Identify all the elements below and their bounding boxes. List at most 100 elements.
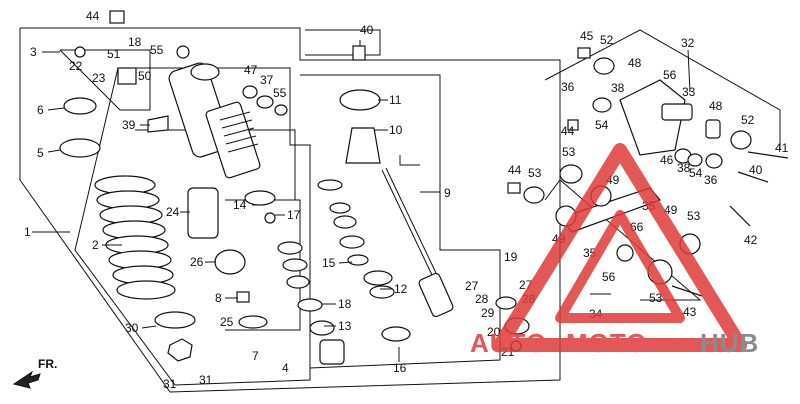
callout-56a: 56: [663, 68, 677, 82]
part-damper-rod-9: [381, 167, 454, 318]
callout-24: 24: [166, 205, 180, 219]
callout-3: 3: [30, 45, 37, 59]
callout-41: 41: [775, 141, 789, 155]
callout-36a: 36: [561, 80, 575, 94]
callout-55: 55: [150, 43, 164, 57]
callout-48a: 48: [628, 56, 642, 70]
callout-54a: 54: [595, 118, 609, 132]
callout-30: 30: [125, 321, 139, 335]
callout-47: 47: [244, 63, 258, 77]
direction-arrow: FR.: [12, 357, 57, 389]
callout-46: 46: [660, 153, 674, 167]
part-44c: [507, 182, 521, 194]
callout-4: 4: [282, 361, 289, 375]
part-valve-50: [117, 67, 137, 85]
callout-53a: 53: [562, 145, 576, 159]
part-53b: [523, 186, 545, 204]
part-bolt-44: [109, 10, 125, 24]
callout-33: 33: [682, 85, 696, 99]
part-bolt-41: [747, 151, 789, 159]
part-54b: [687, 153, 703, 167]
part-29: [495, 296, 517, 310]
part-45: [577, 47, 591, 59]
part-ring-18: [297, 298, 323, 312]
callout-12: 12: [394, 282, 408, 296]
callout-5: 5: [37, 146, 44, 160]
part-bolt-40b: [737, 171, 769, 183]
callout-15: 15: [322, 256, 336, 270]
part-cap-22: [74, 46, 86, 58]
callout-53d: 53: [649, 291, 663, 305]
part-ring-14: [244, 190, 276, 206]
part-36b: [705, 153, 723, 169]
part-stopper-31: [167, 338, 193, 362]
arrow-icon: [12, 370, 41, 389]
callout-18: 18: [128, 35, 142, 49]
part-nut-6: [63, 97, 97, 115]
callout-55b: 55: [273, 86, 287, 100]
part-bump-rubber-24: [187, 187, 219, 239]
part-nut-5: [59, 138, 101, 158]
part-ring-25: [238, 315, 268, 329]
callout-28a: 28: [475, 292, 489, 306]
part-52a: [593, 57, 615, 75]
callout-14: 14: [233, 198, 247, 212]
leader-lines: [32, 40, 691, 362]
part-bolt-40a: [352, 45, 366, 61]
callout-48b: 48: [709, 99, 723, 113]
callout-44b: 44: [561, 124, 575, 138]
part-bolt-42: [729, 205, 751, 227]
callout-40b: 40: [749, 163, 763, 177]
callout-38a: 38: [611, 81, 625, 95]
callout-10: 10: [389, 123, 403, 137]
part-damper-body: [168, 62, 261, 179]
part-49c: [616, 244, 634, 262]
part-44b: [567, 119, 579, 131]
callout-17: 17: [287, 208, 301, 222]
callout-13: 13: [338, 319, 352, 333]
callout-7: 7: [252, 349, 259, 363]
callout-6: 6: [37, 103, 44, 117]
callout-29: 29: [481, 306, 495, 320]
callout-2: 2: [92, 238, 99, 252]
callout-labels: 44 40 3 18 55 22 51 23 50 47 37 55 6 39 …: [24, 9, 789, 391]
callout-26: 26: [190, 255, 204, 269]
callout-1: 1: [24, 225, 31, 239]
callout-38b: 38: [677, 161, 691, 175]
part-55b: [274, 104, 288, 116]
callout-50: 50: [138, 69, 152, 83]
callout-22: 22: [69, 59, 83, 73]
callout-53b: 53: [528, 166, 542, 180]
callout-37: 37: [260, 73, 274, 87]
callout-49b: 49: [664, 203, 678, 217]
callout-25: 25: [220, 315, 234, 329]
callout-44c: 44: [508, 163, 522, 177]
part-ring-16: [381, 326, 411, 342]
callout-40: 40: [360, 23, 374, 37]
callout-52a: 52: [600, 33, 614, 47]
watermark-word-auto: AUTO: [470, 328, 547, 358]
part-54a: [592, 97, 612, 113]
part-link-32: [619, 79, 686, 156]
part-shim-stack-15: [317, 179, 369, 266]
callout-45: 45: [580, 29, 594, 43]
callout-52b: 52: [741, 113, 755, 127]
callout-43: 43: [683, 305, 697, 319]
watermark-word-hub: HUB: [700, 328, 759, 358]
part-cap-55: [176, 45, 190, 59]
part-label-39: [147, 115, 169, 133]
callout-53c: 53: [687, 209, 701, 223]
watermark-word-moto: MOTO: [566, 328, 648, 358]
part-seat-30: [154, 311, 196, 329]
part-spring-2: [94, 175, 176, 300]
callout-51: 51: [107, 47, 121, 61]
callout-54b: 54: [689, 166, 703, 180]
callout-32: 32: [681, 36, 695, 50]
part-8: [236, 291, 250, 303]
callout-39: 39: [122, 118, 136, 132]
callout-18b: 18: [338, 297, 352, 311]
part-48b: [705, 119, 721, 139]
part-47: [242, 85, 258, 99]
part-bolt-43: [671, 285, 703, 297]
part-13: [309, 320, 335, 336]
